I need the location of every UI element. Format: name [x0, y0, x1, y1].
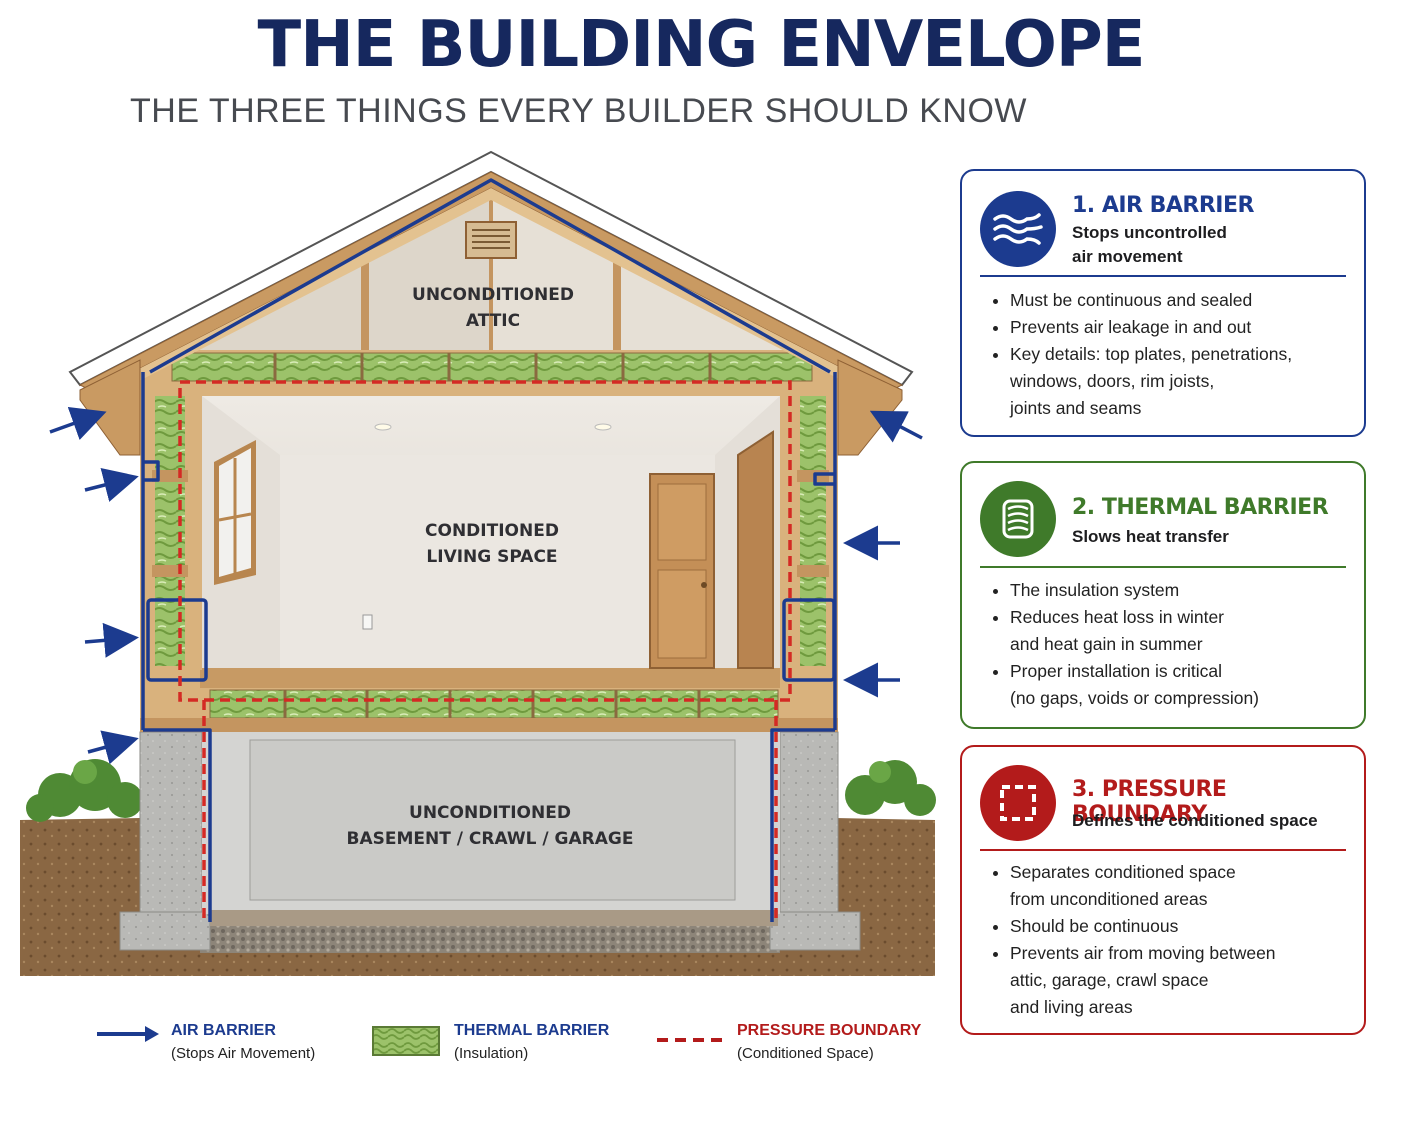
bullet-item: Reduces heat loss in winter and heat gai… — [1010, 604, 1352, 658]
card-thermal-barrier-subtitle: Slows heat transfer — [1072, 527, 1229, 546]
zone-label-living: CONDITIONED LIVING SPACE — [392, 518, 592, 570]
bullet-item: Prevents air leakage in and out — [1010, 314, 1352, 341]
house-cross-section — [20, 150, 936, 976]
card-divider — [980, 849, 1346, 851]
page-subtitle: THE THREE THINGS EVERY BUILDER SHOULD KN… — [130, 92, 1027, 130]
legend-pressure-boundary-sub: (Conditioned Space) — [737, 1045, 874, 1062]
bullet-item: Prevents air from moving between attic, … — [1010, 940, 1352, 1021]
legend-pressure-boundary-title: PRESSURE BOUNDARY — [737, 1022, 922, 1039]
card-thermal-barrier: 2. THERMAL BARRIER Slows heat transfer T… — [960, 461, 1366, 729]
card-air-barrier: 1. AIR BARRIER Stops uncontrolled air mo… — [960, 169, 1366, 437]
bullet-item: Key details: top plates, penetrations, w… — [1010, 341, 1352, 422]
zone-label-attic: UNCONDITIONED ATTIC — [393, 282, 593, 334]
bullet-item: The insulation system — [1010, 577, 1352, 604]
card-thermal-barrier-bullets: The insulation system Reduces heat loss … — [990, 577, 1352, 712]
card-pressure-boundary-bullets: Separates conditioned space from uncondi… — [990, 859, 1352, 1021]
dashed-line-icon — [657, 1038, 723, 1042]
legend-thermal-barrier: THERMAL BARRIER (Insulation) — [372, 1018, 632, 1068]
legend-air-barrier: AIR BARRIER (Stops Air Movement) — [95, 1018, 355, 1068]
card-pressure-boundary: 3. PRESSURE BOUNDARY Defines the conditi… — [960, 745, 1366, 1035]
zone-label-attic-line-1: UNCONDITIONED — [412, 285, 574, 305]
insulation-roll-icon — [980, 481, 1056, 557]
card-thermal-barrier-title: 2. THERMAL BARRIER — [1072, 495, 1329, 520]
zone-label-attic-line-2: ATTIC — [465, 311, 521, 331]
card-pressure-boundary-subtitle: Defines the conditioned space — [1072, 811, 1318, 830]
legend-thermal-barrier-sub: (Insulation) — [454, 1045, 529, 1062]
bullet-item: Proper installation is critical (no gaps… — [1010, 658, 1352, 712]
zone-label-living-line-1: CONDITIONED — [425, 521, 559, 541]
dashed-square-icon — [980, 765, 1056, 841]
card-air-barrier-subtitle: Stops uncontrolled air movement — [1072, 223, 1227, 266]
wind-icon — [980, 191, 1056, 267]
bullet-item: Should be continuous — [1010, 913, 1352, 940]
bullet-item: Must be continuous and sealed — [1010, 287, 1352, 314]
page-title: THE BUILDING ENVELOPE — [257, 8, 1146, 82]
legend-pressure-boundary: PRESSURE BOUNDARY (Conditioned Space) — [655, 1018, 935, 1068]
zone-label-basement: UNCONDITIONED BASEMENT / CRAWL / GARAGE — [300, 800, 680, 852]
card-air-barrier-title: 1. AIR BARRIER — [1072, 193, 1254, 218]
legend-thermal-barrier-title: THERMAL BARRIER — [454, 1022, 610, 1039]
legend-air-barrier-sub: (Stops Air Movement) — [171, 1045, 316, 1062]
card-divider — [980, 275, 1346, 277]
arrow-line-icon — [97, 1026, 159, 1042]
bullet-item: Separates conditioned space from uncondi… — [1010, 859, 1352, 913]
card-divider — [980, 566, 1346, 568]
card-pressure-boundary-title: 3. PRESSURE BOUNDARY — [1072, 777, 1227, 827]
zone-label-basement-line-1: UNCONDITIONED — [409, 803, 571, 823]
legend-air-barrier-title: AIR BARRIER — [171, 1022, 276, 1039]
zone-label-living-line-2: LIVING SPACE — [426, 547, 558, 567]
card-air-barrier-bullets: Must be continuous and sealed Prevents a… — [990, 287, 1352, 422]
zone-label-basement-line-2: BASEMENT / CRAWL / GARAGE — [346, 829, 634, 849]
insulation-swatch-icon — [372, 1026, 440, 1056]
